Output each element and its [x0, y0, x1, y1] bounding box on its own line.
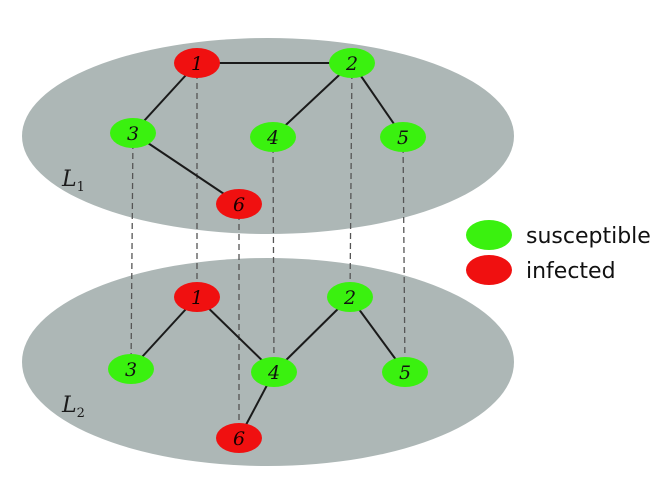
- node-shape: [251, 357, 297, 387]
- node-L1-3: 3: [110, 118, 156, 148]
- edge-L1-3-6: [132, 132, 240, 205]
- interlayer-link-5: [402, 136, 406, 373]
- node-shape: [250, 122, 296, 152]
- node-shape: [380, 122, 426, 152]
- node-L2-2: 2: [327, 282, 373, 312]
- node-label: 2: [343, 287, 356, 309]
- node-label: 5: [397, 127, 409, 149]
- layer-nodes-L2: 1 2 3 4 5 6: [108, 282, 428, 453]
- node-label: 1: [191, 53, 203, 75]
- node-shape: [216, 423, 262, 453]
- node-shape: [110, 118, 156, 148]
- node-label: 6: [233, 428, 245, 450]
- layer-label-L1: L1: [61, 167, 85, 195]
- node-L2-3: 3: [108, 354, 154, 384]
- node-label: 3: [127, 123, 139, 145]
- layer-nodes-L1: 1 2 3 4 5 6: [110, 48, 426, 219]
- interlayer-link-4: [272, 136, 275, 373]
- node-shape: [108, 354, 154, 384]
- node-shape: [327, 282, 373, 312]
- legend-label-susceptible: susceptible: [526, 224, 651, 249]
- node-L1-5: 5: [380, 122, 426, 152]
- node-shape: [216, 189, 262, 219]
- edge-L1-2-4: [272, 62, 353, 138]
- node-L2-6: 6: [216, 423, 262, 453]
- legend: susceptible infected: [466, 220, 651, 285]
- node-L1-2: 2: [329, 48, 375, 78]
- node-label: 1: [191, 287, 203, 309]
- node-shape: [174, 282, 220, 312]
- node-L2-5: 5: [382, 357, 428, 387]
- node-label: 2: [345, 53, 358, 75]
- node-label: 4: [266, 127, 279, 149]
- node-shape: [329, 48, 375, 78]
- node-L1-1: 1: [174, 48, 220, 78]
- node-L2-1: 1: [174, 282, 220, 312]
- layer-label-L2: L2: [61, 393, 85, 421]
- edge-L2-1-4: [196, 296, 275, 373]
- interlayer-link-2: [349, 62, 353, 298]
- legend-swatch-susceptible: [466, 220, 512, 250]
- interlayer-links: [130, 62, 406, 438]
- node-label: 4: [267, 362, 280, 384]
- legend-label-infected: infected: [526, 259, 616, 284]
- node-L1-4: 4: [250, 122, 296, 152]
- node-label: 3: [125, 359, 137, 381]
- node-shape: [382, 357, 428, 387]
- node-label: 5: [399, 362, 411, 384]
- node-label: 6: [233, 194, 245, 216]
- node-L2-4: 4: [251, 357, 297, 387]
- node-shape: [174, 48, 220, 78]
- legend-swatch-infected: [466, 255, 512, 285]
- node-L1-6: 6: [216, 189, 262, 219]
